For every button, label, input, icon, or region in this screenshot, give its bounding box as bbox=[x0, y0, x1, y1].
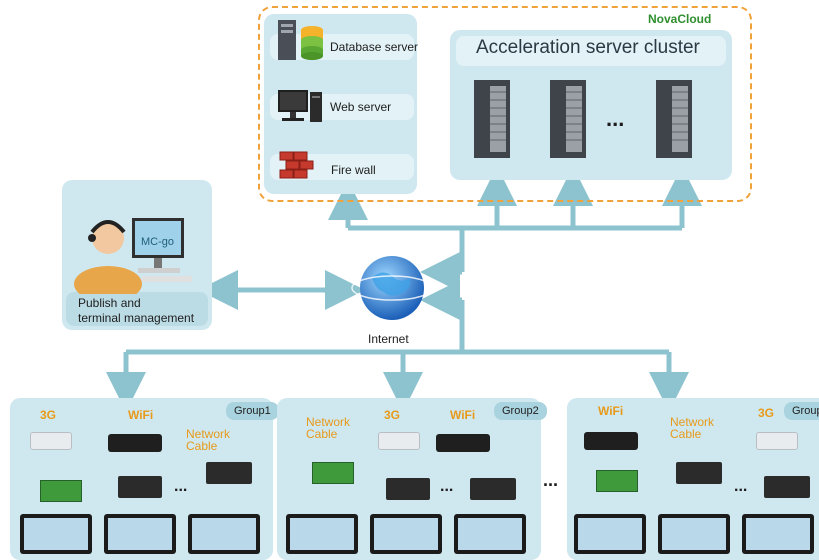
firewall-icon bbox=[278, 150, 322, 180]
wifi-router-icon bbox=[584, 432, 638, 450]
g3-label: 3G bbox=[758, 406, 775, 420]
led-display-icon bbox=[104, 514, 176, 554]
network-cable-label-line1: Network bbox=[670, 415, 715, 429]
wifi-router-icon bbox=[108, 434, 162, 452]
database-server-label: Database server bbox=[330, 40, 419, 54]
firewall-label: Fire wall bbox=[331, 163, 376, 177]
media-player-icon bbox=[470, 478, 516, 500]
group-tag: Group2 bbox=[494, 402, 547, 420]
wifi-label: WiFi bbox=[128, 408, 154, 422]
database-server-icon bbox=[276, 20, 326, 62]
cluster-ellipsis: ... bbox=[606, 106, 625, 131]
cluster-server-icon bbox=[546, 80, 592, 160]
led-display-icon bbox=[574, 514, 646, 554]
wifi-label: WiFi bbox=[450, 408, 476, 422]
led-display-icon bbox=[286, 514, 358, 554]
network-cable-label-line2: Cable bbox=[306, 427, 338, 441]
cluster-server-icon bbox=[652, 80, 698, 160]
led-display-icon bbox=[370, 514, 442, 554]
control-card-icon bbox=[312, 462, 354, 484]
novacloud-boundary bbox=[258, 6, 752, 202]
led-display-icon bbox=[658, 514, 730, 554]
control-card-icon bbox=[596, 470, 638, 492]
wifi-router-icon bbox=[436, 434, 490, 452]
g3-label: 3G bbox=[384, 408, 401, 422]
media-player-icon bbox=[118, 476, 162, 498]
media-player-icon bbox=[764, 476, 810, 498]
operator-avatar-icon bbox=[72, 204, 202, 294]
network-cable-label-line2: Cable bbox=[186, 439, 218, 453]
group-tag: Group1 bbox=[226, 402, 279, 420]
internet-globe-icon bbox=[350, 250, 434, 328]
control-card-icon bbox=[40, 480, 82, 502]
led-display-icon bbox=[20, 514, 92, 554]
media-player-icon bbox=[386, 478, 430, 500]
internet-label: Internet bbox=[368, 332, 409, 346]
3g-modem-icon bbox=[30, 432, 72, 450]
led-display-icon bbox=[454, 514, 526, 554]
network-cable-label-line1: Network bbox=[186, 427, 231, 441]
terminal-caption-line2: terminal management bbox=[78, 311, 195, 325]
wifi-label: WiFi bbox=[598, 404, 624, 418]
cluster-server-icon bbox=[470, 80, 516, 160]
led-display-icon bbox=[742, 514, 814, 554]
web-server-label: Web server bbox=[330, 100, 392, 114]
network-cable-label-line1: Network bbox=[306, 415, 351, 429]
web-server-icon bbox=[276, 88, 324, 126]
device-ellipsis: ... bbox=[174, 478, 188, 495]
media-player-icon bbox=[206, 462, 252, 484]
3g-modem-icon bbox=[756, 432, 798, 450]
3g-modem-icon bbox=[378, 432, 420, 450]
cluster-title: Acceleration server cluster bbox=[476, 37, 700, 58]
device-ellipsis: ... bbox=[440, 478, 454, 495]
device-ellipsis: ... bbox=[734, 478, 748, 495]
terminal-caption-line1: Publish and bbox=[78, 296, 141, 310]
led-display-icon bbox=[188, 514, 260, 554]
network-cable-label-line2: Cable bbox=[670, 427, 702, 441]
monitor-screen-text: MC-go bbox=[141, 236, 175, 248]
media-player-icon bbox=[676, 462, 722, 484]
g3-label: 3G bbox=[40, 408, 57, 422]
novacloud-label: NovaCloud bbox=[648, 12, 712, 26]
group-tag: Group bbox=[784, 402, 819, 420]
between-groups-ellipsis: ... bbox=[543, 470, 559, 490]
